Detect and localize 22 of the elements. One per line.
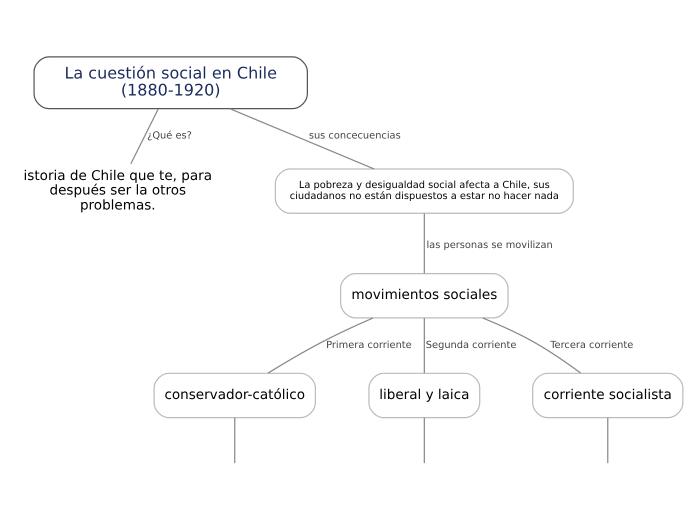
edge-label: Tercera corriente: [550, 339, 634, 350]
node-box: movimientos sociales: [340, 272, 509, 318]
connector: [130, 108, 159, 164]
edge-label: las personas se movilizan: [426, 240, 553, 251]
connector: [230, 108, 374, 169]
connector: [482, 316, 582, 374]
node-box: corriente socialista: [532, 372, 684, 418]
node-box: conservador-católico: [153, 372, 316, 418]
edge-label: Primera corriente: [326, 339, 412, 350]
connector: [607, 417, 608, 463]
node-text: istoria de Chile que te, para después ser la otros problemas.: [24, 167, 212, 213]
connector: [424, 318, 425, 373]
connector: [268, 316, 374, 374]
node-box: La pobreza y desigualdad social afecta a Chile, sus ciudadanos no están dispuestos a estar no hacer nada: [274, 168, 574, 214]
edge-label: sus concecuencias: [308, 130, 401, 142]
edge-label: ¿Qué es?: [147, 130, 192, 142]
node-box: La cuestión social en Chile (1880-1920): [33, 56, 308, 109]
connector: [424, 417, 425, 463]
edge-label: Segunda corriente: [426, 339, 516, 350]
connector: [424, 213, 425, 273]
node-box: liberal y laica: [368, 372, 480, 418]
connector: [234, 417, 236, 463]
